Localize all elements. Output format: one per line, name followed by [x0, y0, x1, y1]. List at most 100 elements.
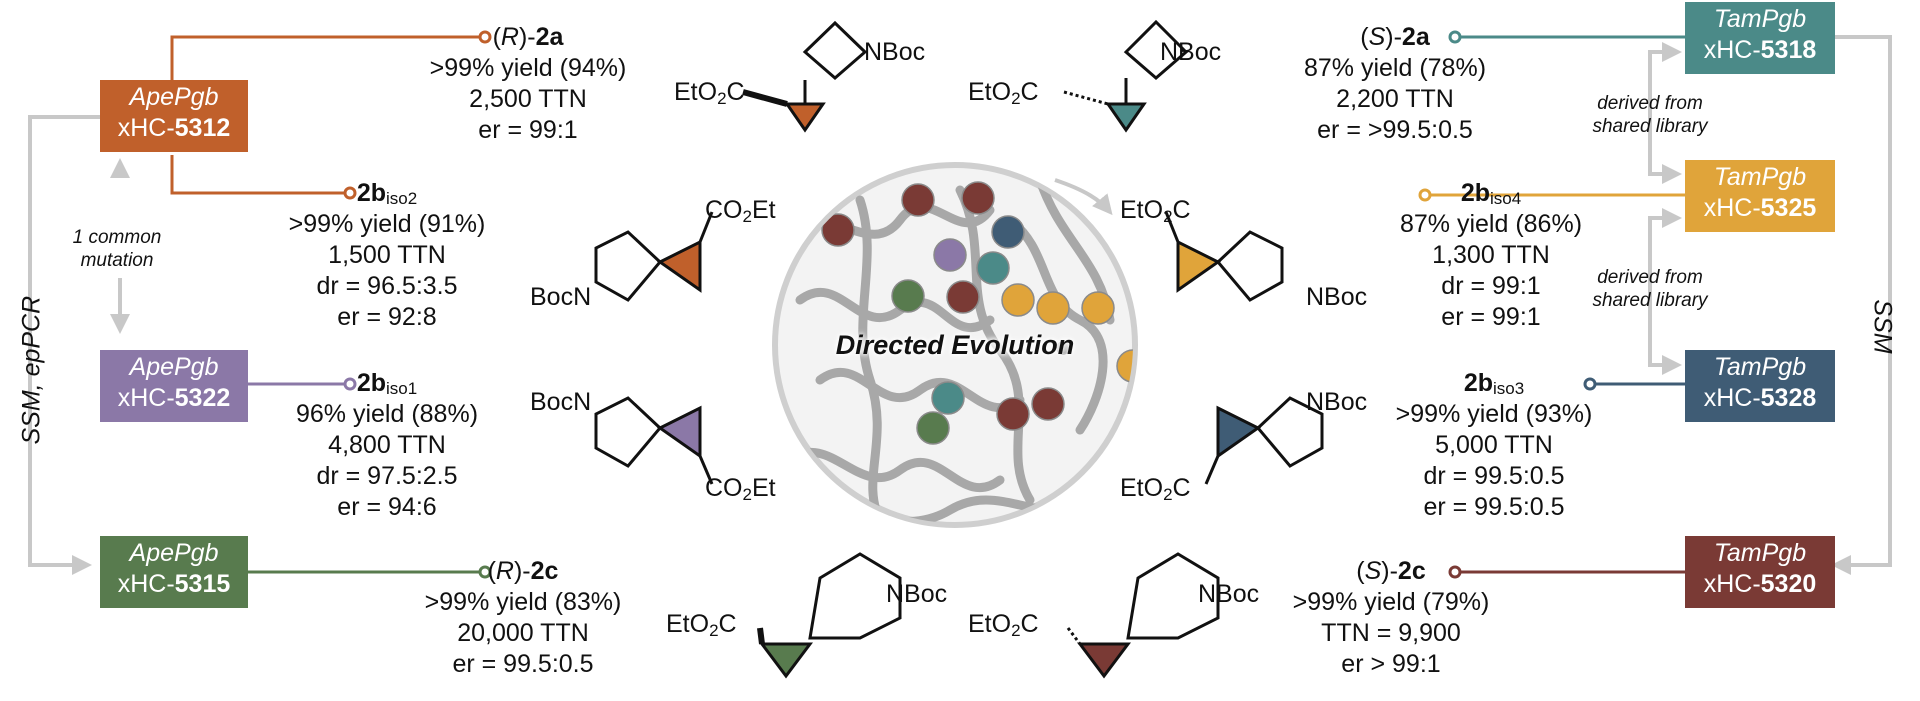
enzyme-code: xHC-5325: [1685, 193, 1835, 224]
note-line: derived from: [1597, 267, 1703, 288]
left-axis-label: SSM, epPCR: [17, 295, 46, 445]
result-label: 2biso1: [272, 368, 502, 399]
result-line: TTN = 9,900: [1321, 619, 1461, 647]
label-s2c-nboc: NBoc: [1198, 580, 1260, 608]
enzyme-code: xHC-5320: [1685, 569, 1835, 600]
enzyme-prefix: xHC-: [1703, 36, 1761, 64]
enzyme-box-5322: ApePgb xHC-5322: [100, 350, 248, 422]
result-line: er = 94:6: [337, 493, 437, 521]
derived-note-lower: derived from shared library: [1578, 266, 1722, 312]
result-line: er = 99:1: [1441, 303, 1541, 331]
config-letter: R: [495, 557, 514, 585]
enzyme-prefix: xHC-: [1703, 570, 1761, 598]
left-flow-arrows: [28, 115, 130, 575]
enzyme-code: xHC-5328: [1685, 383, 1835, 414]
enzyme-name: TamPgb: [1713, 539, 1807, 567]
enzyme-box-5315: ApePgb xHC-5315: [100, 536, 248, 608]
enzyme-box-5320: TamPgb xHC-5320: [1685, 536, 1835, 608]
result-2b-iso4: 2biso4 87% yield (86%) 1,300 TTN dr = 99…: [1376, 178, 1606, 333]
compound-subscript: iso1: [386, 379, 418, 398]
label-s2a-eto2c: EtO2C: [968, 78, 1039, 108]
enzyme-name: ApePgb: [129, 539, 219, 567]
enzyme-box-5328: TamPgb xHC-5328: [1685, 350, 1835, 422]
result-line: >99% yield (83%): [424, 588, 622, 616]
result-line: dr = 99.5:0.5: [1423, 462, 1565, 490]
result-s2a: (S)-2a 87% yield (78%) 2,200 TTN er = >9…: [1280, 22, 1510, 146]
result-line: er = >99.5:0.5: [1317, 116, 1473, 144]
label-r2a-eto2c: EtO2C: [674, 78, 745, 108]
result-line: er = 99:1: [478, 116, 578, 144]
enzyme-number: 5320: [1760, 570, 1817, 598]
common-mutation-note: 1 common mutation: [62, 226, 172, 272]
result-2b-iso3: 2biso3 >99% yield (93%) 5,000 TTN dr = 9…: [1376, 368, 1612, 523]
label-r2c-nboc: NBoc: [886, 580, 948, 608]
enzyme-number: 5328: [1760, 384, 1817, 412]
right-flow-arrows: [1648, 35, 1892, 575]
enzyme-name: TamPgb: [1713, 5, 1807, 33]
enzyme-prefix: xHC-: [1703, 384, 1761, 412]
config-letter: R: [500, 23, 519, 51]
result-2b-iso2: 2biso2 >99% yield (91%) 1,500 TTN dr = 9…: [272, 178, 502, 333]
compound-id: 2a: [1401, 23, 1430, 51]
label-iso2-co2et: CO2Et: [705, 196, 776, 226]
label-iso4-eto2c: EtO2C: [1120, 196, 1191, 226]
result-line: >99% yield (79%): [1292, 588, 1490, 616]
result-line: dr = 99:1: [1441, 272, 1541, 300]
structure-2b-iso1: [594, 396, 714, 485]
result-line: er = 99.5:0.5: [1423, 493, 1565, 521]
note-line: shared library: [1592, 116, 1708, 137]
label-iso1-co2et: CO2Et: [705, 474, 776, 504]
enzyme-number: 5315: [174, 570, 231, 598]
config-letter: S: [1368, 23, 1386, 51]
enzyme-name: TamPgb: [1713, 163, 1807, 191]
result-label: (S)-2c: [1356, 557, 1426, 585]
compound-id: 2b: [1463, 369, 1493, 397]
enzyme-prefix: xHC-: [117, 114, 175, 142]
structure-r2a: [742, 20, 868, 133]
label-iso4-nboc: NBoc: [1306, 283, 1368, 311]
label-r2c-eto2c: EtO2C: [666, 610, 737, 640]
structure-s2c: [1066, 552, 1220, 679]
label-iso2-bocn: BocN: [530, 283, 592, 311]
label-r2a-nboc: NBoc: [864, 38, 926, 66]
enzyme-prefix: xHC-: [117, 570, 175, 598]
enzyme-code: xHC-5322: [100, 383, 248, 414]
compound-subscript: iso2: [386, 189, 418, 208]
compound-id: 2b: [356, 179, 386, 207]
result-line: 96% yield (88%): [295, 400, 479, 428]
result-line: dr = 96.5:3.5: [316, 272, 458, 300]
right-result-connectors: [1418, 30, 1685, 579]
compound-id: 2b: [356, 369, 386, 397]
structure-2b-iso2: [594, 211, 714, 302]
result-line: 1,300 TTN: [1432, 241, 1550, 269]
note-line: shared library: [1592, 290, 1708, 311]
enzyme-code: xHC-5318: [1685, 35, 1835, 66]
enzyme-code: xHC-5312: [100, 113, 248, 144]
enzyme-number: 5322: [174, 384, 231, 412]
result-label: (R)-2a: [492, 23, 564, 51]
enzyme-box-5318: TamPgb xHC-5318: [1685, 2, 1835, 74]
label-iso1-bocn: BocN: [530, 388, 592, 416]
protein-illustration: [772, 162, 1138, 528]
note-line: mutation: [80, 250, 154, 271]
result-line: 5,000 TTN: [1435, 431, 1553, 459]
compound-id: 2c: [1397, 557, 1426, 585]
result-line: er = 99.5:0.5: [452, 650, 594, 678]
enzyme-box-5325: TamPgb xHC-5325: [1685, 160, 1835, 232]
structure-2b-iso4: [1164, 211, 1284, 302]
result-s2c: (S)-2c >99% yield (79%) TTN = 9,900 er >…: [1276, 556, 1506, 680]
enzyme-number: 5318: [1760, 36, 1817, 64]
structure-s2a: [1063, 19, 1189, 133]
enzyme-prefix: xHC-: [117, 384, 175, 412]
enzyme-name: ApePgb: [129, 83, 219, 111]
structure-2b-iso3: [1204, 396, 1324, 485]
result-line: 4,800 TTN: [328, 431, 446, 459]
enzyme-code: xHC-5315: [100, 569, 248, 600]
result-line: >99% yield (94%): [429, 54, 627, 82]
result-line: >99% yield (93%): [1395, 400, 1593, 428]
result-line: 2,200 TTN: [1336, 85, 1454, 113]
result-line: 1,500 TTN: [328, 241, 446, 269]
compound-id: 2b: [1460, 179, 1490, 207]
enzyme-number: 5312: [174, 114, 231, 142]
enzyme-name: ApePgb: [129, 353, 219, 381]
